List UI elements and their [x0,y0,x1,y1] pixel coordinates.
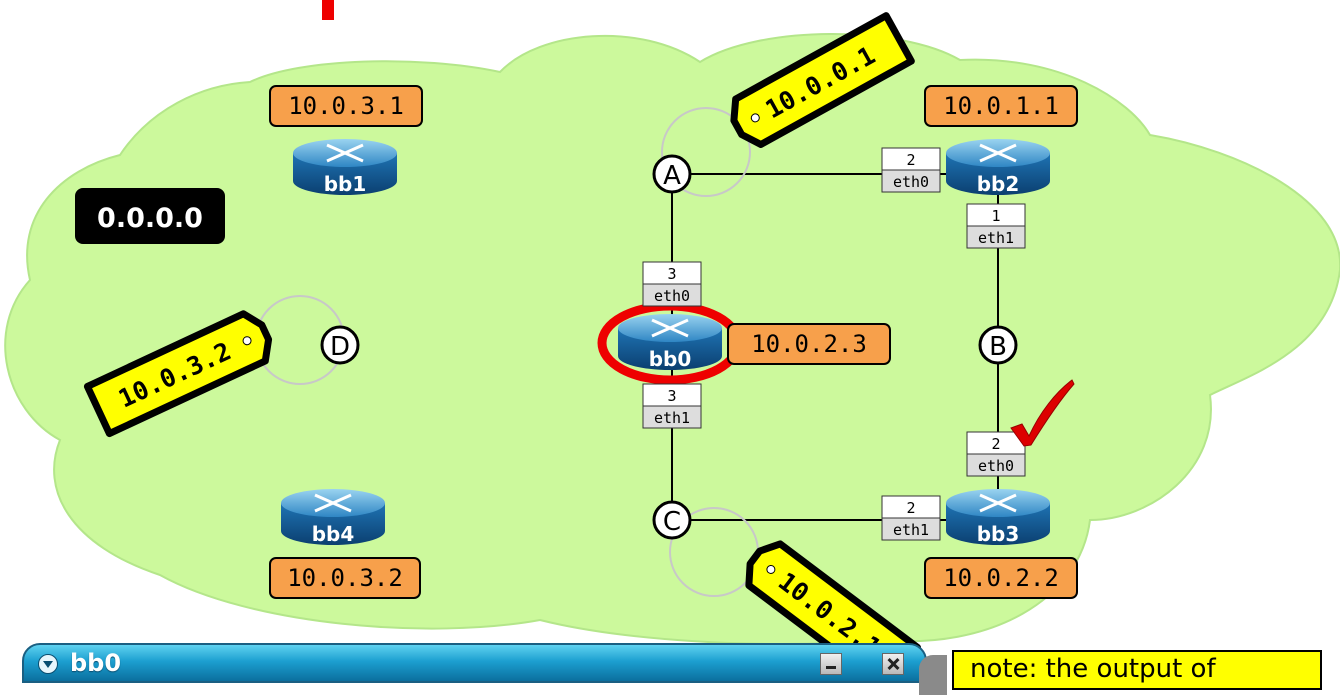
router-bb4-name: bb4 [312,522,355,546]
ip-tag-bb3: 10.0.2.2 [924,557,1078,599]
red-marker [322,0,334,20]
router-bb3[interactable]: bb3 [946,489,1050,546]
svg-text:10.0.2.2: 10.0.2.2 [943,564,1059,592]
svg-text:eth1: eth1 [978,229,1014,247]
svg-text:eth0: eth0 [654,287,690,305]
network-node-d[interactable]: D [320,325,360,365]
network-tag-a: 10.0.0.1 [730,12,915,148]
network-node-c[interactable]: C [652,500,692,540]
router-bb2[interactable]: bb2 [946,139,1050,196]
minimize-icon[interactable] [820,653,842,675]
router-arrows-icon [979,143,1017,163]
svg-text:eth0: eth0 [893,173,929,191]
network-tag-d: 10.0.3.2 [83,310,273,438]
interface-label-bb3-eth0: 2 eth0 [966,431,1026,477]
svg-text:2: 2 [906,499,915,517]
tag-loop-a [661,107,751,197]
router-arrows-icon [326,143,364,163]
svg-text:eth0: eth0 [978,457,1014,475]
svg-text:10.0.3.1: 10.0.3.1 [288,92,404,120]
router-bb0[interactable]: bb0 [618,314,722,371]
svg-text:eth1: eth1 [654,409,690,427]
router-bb4[interactable]: bb4 [281,489,385,546]
ip-tag-bb2: 10.0.1.1 [924,85,1078,127]
ip-tag-bb1: 10.0.3.1 [269,85,423,127]
collapse-toggle-icon[interactable] [38,654,58,674]
console-title: bb0 [70,649,122,677]
router-arrows-icon [651,318,689,338]
router-bb0-name: bb0 [649,347,692,371]
area-label-text: 0.0.0.0 [97,203,203,234]
network-node-a-label: A [663,161,681,191]
router-bb1-name: bb1 [324,172,367,196]
svg-text:3: 3 [667,265,676,283]
router-arrows-icon [314,493,352,513]
svg-text:2: 2 [906,151,915,169]
console-window-bar[interactable]: bb0 [22,643,927,683]
svg-text:1: 1 [991,207,1000,225]
interface-label-bb0-eth1: 3 eth1 [642,383,702,429]
svg-text:10.0.2.3: 10.0.2.3 [751,330,867,358]
network-node-a[interactable]: A [652,154,692,194]
svg-text:3: 3 [667,387,676,405]
interface-label-bb2-eth0: 2 eth0 [881,147,941,193]
svg-text:10.0.1.1: 10.0.1.1 [943,92,1059,120]
checkmark-icon [1010,379,1075,447]
router-bb1[interactable]: bb1 [293,139,397,196]
note-box: note: the output of [952,650,1322,690]
svg-text:2: 2 [991,435,1000,453]
ip-tag-bb4: 10.0.3.2 [269,557,421,599]
network-node-b-label: B [989,332,1007,362]
ip-tag-bb0: 10.0.2.3 [727,323,891,365]
interface-label-bb3-eth1: 2 eth1 [881,495,941,541]
interface-label-bb2-eth1: 1 eth1 [966,203,1026,249]
area-label: 0.0.0.0 [75,188,225,244]
network-node-d-label: D [330,332,350,362]
svg-text:10.0.3.2: 10.0.3.2 [287,564,403,592]
router-bb3-name: bb3 [977,522,1020,546]
network-node-c-label: C [663,507,681,537]
close-icon[interactable] [882,653,904,675]
window-edge [919,655,947,695]
svg-text:eth1: eth1 [893,521,929,539]
interface-label-bb0-eth0: 3 eth0 [642,261,702,307]
router-bb2-name: bb2 [977,172,1020,196]
router-arrows-icon [979,493,1017,513]
network-node-b[interactable]: B [978,325,1018,365]
